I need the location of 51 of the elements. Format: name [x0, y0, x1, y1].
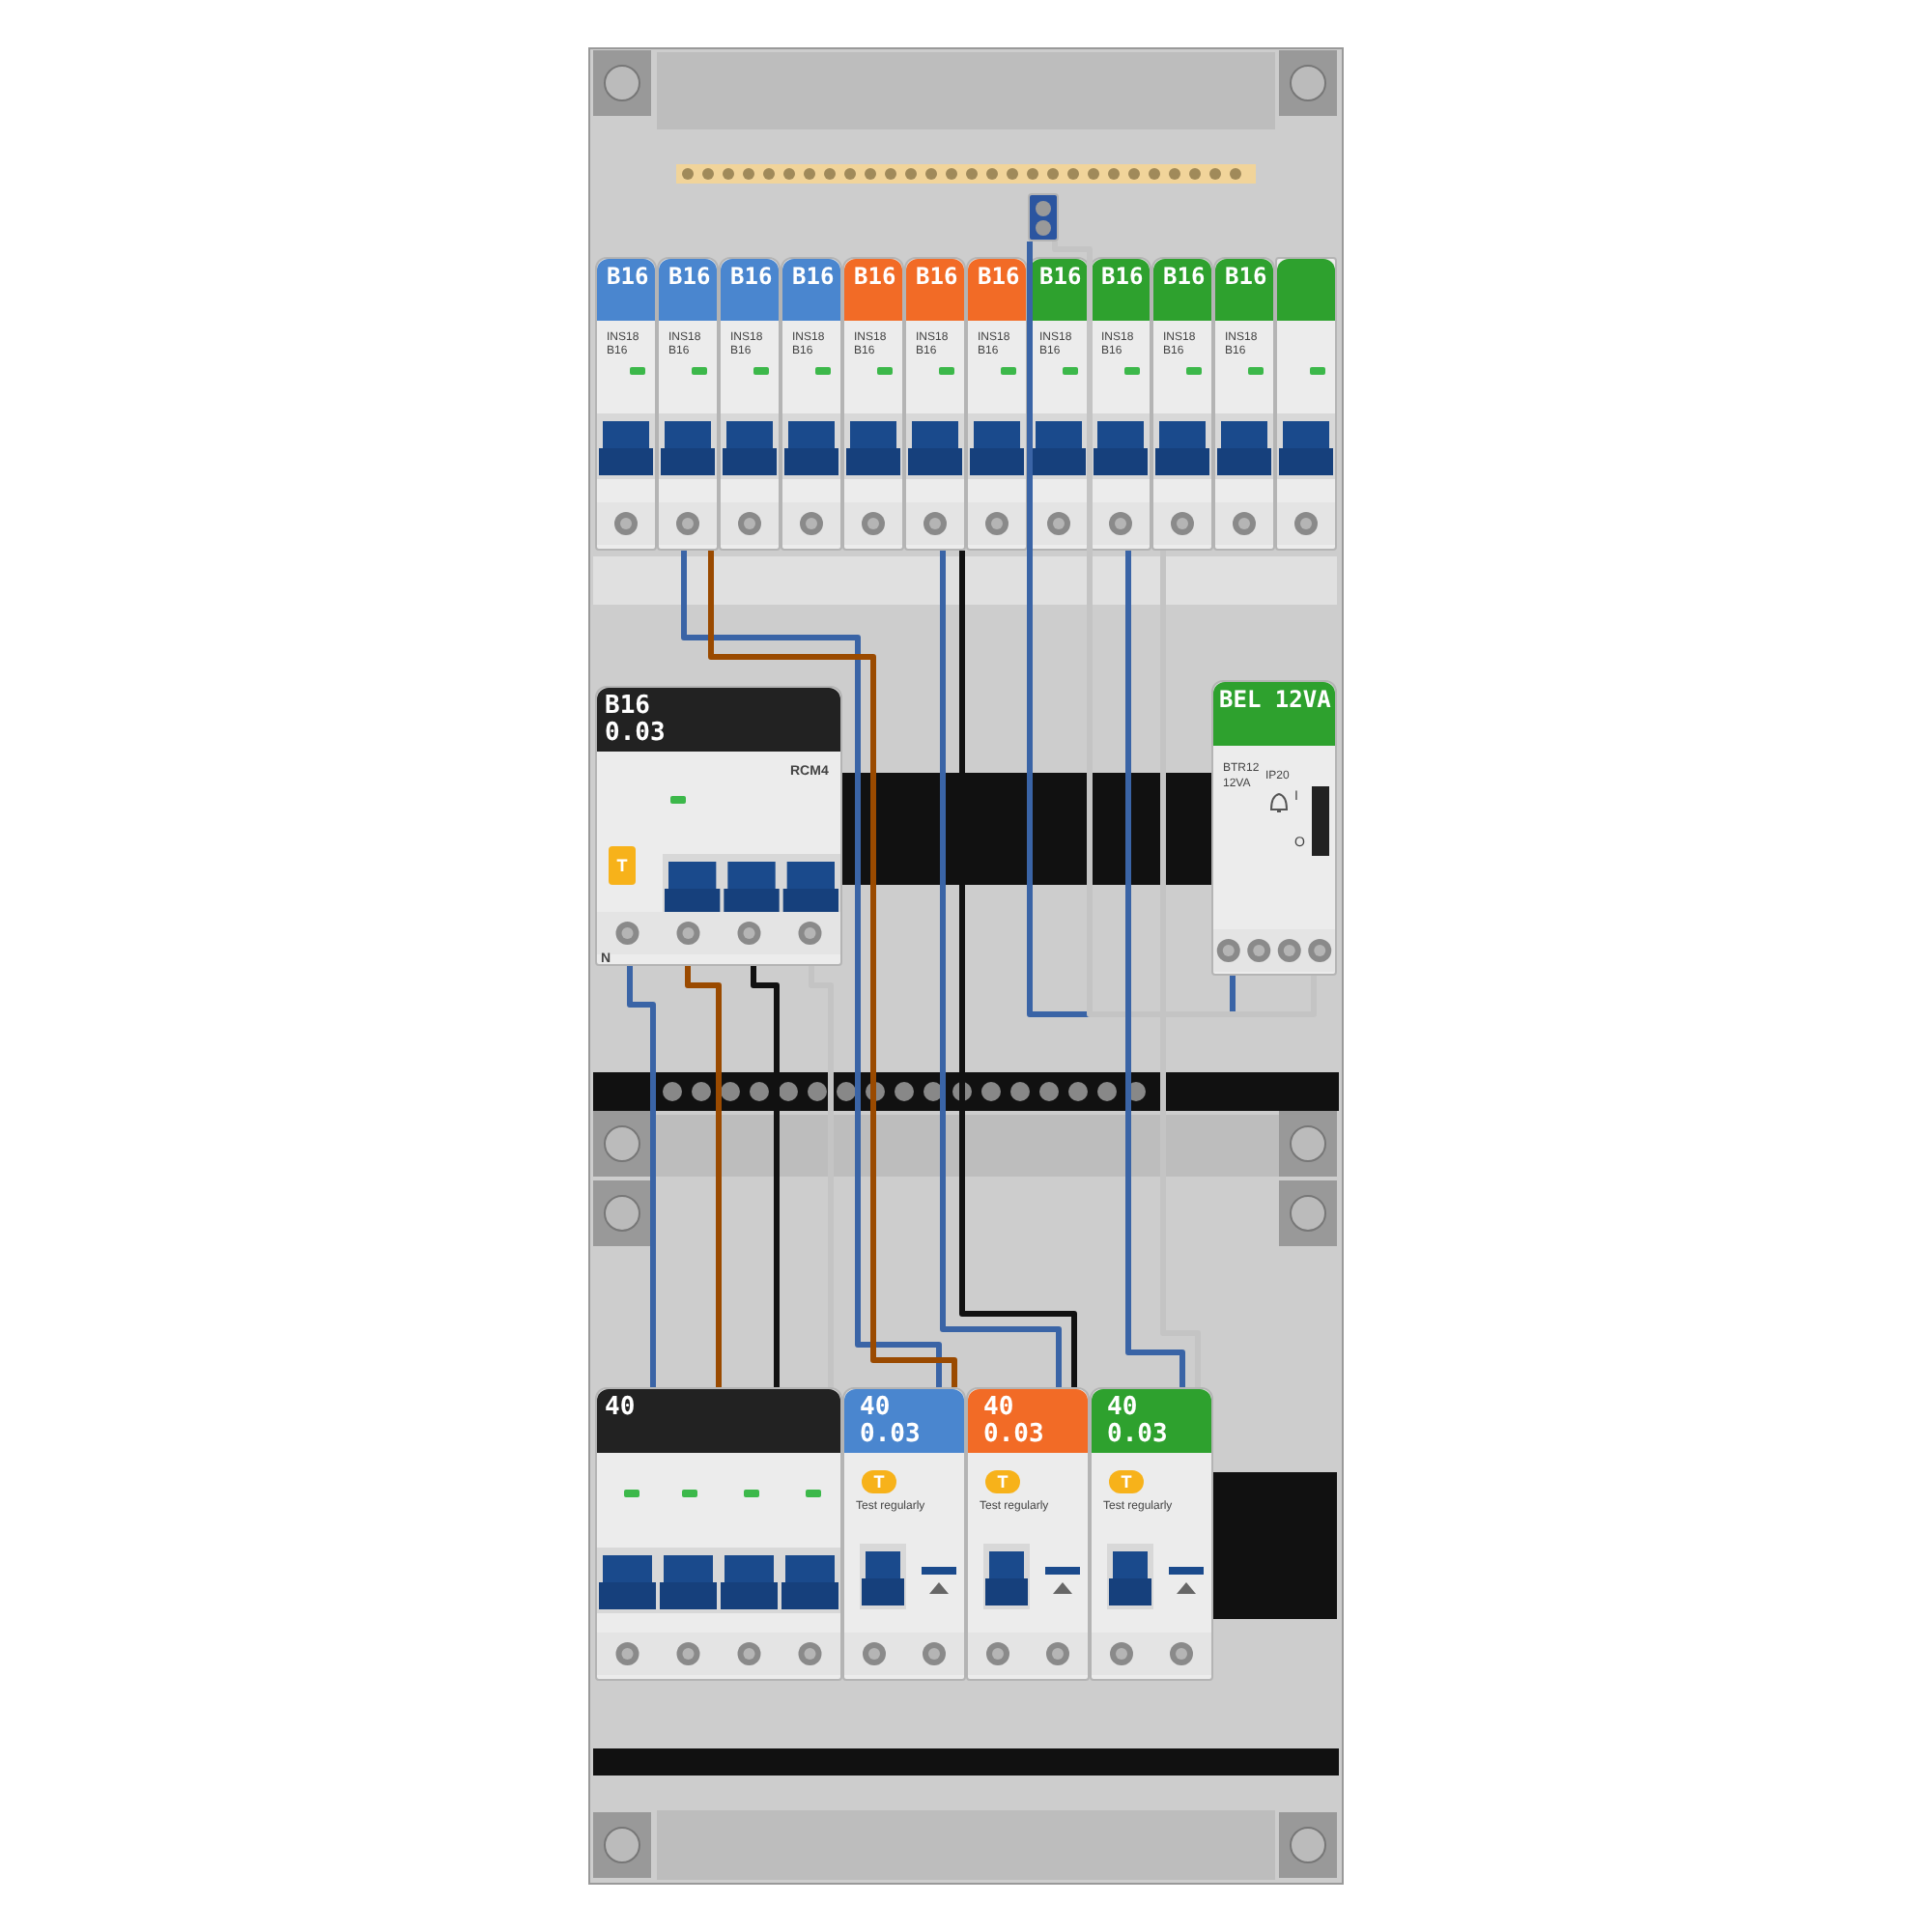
wire [1125, 551, 1185, 1387]
circuit-breaker [595, 257, 657, 551]
rating-label: B16 [668, 265, 713, 291]
rating-label: B16 [1163, 265, 1208, 291]
circuit-breaker [904, 257, 966, 551]
rating-label: B16 0.03 [605, 694, 668, 750]
test-button: T [862, 1470, 896, 1493]
rating-label: B16 [792, 265, 837, 291]
circuit-breaker [719, 257, 781, 551]
wire [809, 966, 834, 1387]
rcbo-module [595, 686, 842, 966]
rating-label: B16 [730, 265, 775, 291]
test-button: T [609, 846, 636, 885]
rating-label: 40 [605, 1395, 638, 1423]
rating-label: 40 0.03 [1107, 1395, 1170, 1451]
rcd-module [842, 1387, 966, 1681]
circuit-breaker [966, 257, 1028, 551]
rating-label: 40 0.03 [983, 1395, 1046, 1451]
rating-label: B16 [1101, 265, 1146, 291]
terminal-block [1028, 193, 1059, 242]
circuit-breaker [781, 257, 842, 551]
wire [959, 551, 1077, 1387]
circuit-breaker [657, 257, 719, 551]
rating-label: B16 [607, 265, 651, 291]
test-button: T [985, 1470, 1020, 1493]
wire [708, 551, 957, 1387]
main-switch [595, 1387, 842, 1681]
circuit-breaker [1213, 257, 1275, 551]
rating-label: B16 [1039, 265, 1084, 291]
rating-label: 40 0.03 [860, 1395, 923, 1451]
wire [685, 966, 722, 1387]
circuit-breaker [1090, 257, 1151, 551]
circuit-breaker [1151, 257, 1213, 551]
rating-label: B16 [854, 265, 898, 291]
wire [627, 966, 656, 1387]
wire [940, 551, 1062, 1387]
rcd-module [966, 1387, 1090, 1681]
rating-label: BEL 12VA [1219, 688, 1333, 714]
wire [1160, 551, 1201, 1387]
wire [1052, 240, 1317, 1017]
bell-transformer [1211, 680, 1337, 976]
rcd-module [1090, 1387, 1213, 1681]
rating-label: B16 [1225, 265, 1269, 291]
rating-label: B16 [978, 265, 1022, 291]
circuit-breaker [842, 257, 904, 551]
blank-module [1275, 257, 1337, 551]
wire [751, 966, 780, 1387]
rating-label: B16 [916, 265, 960, 291]
test-button: T [1109, 1470, 1144, 1493]
wire [681, 551, 942, 1387]
wire [1027, 242, 1236, 1017]
